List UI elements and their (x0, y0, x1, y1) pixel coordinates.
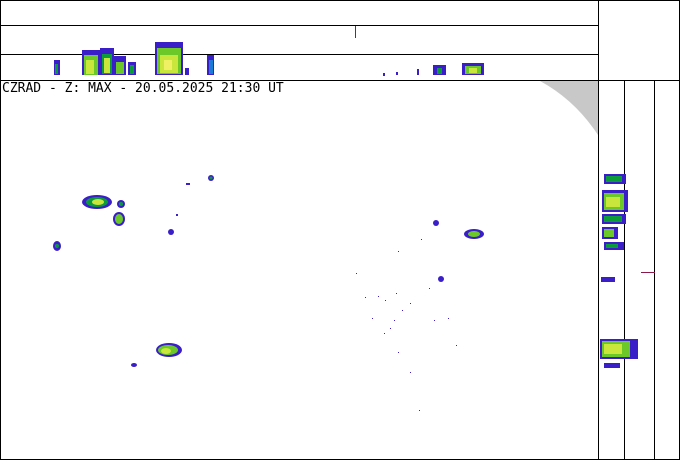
side-projection-echoes (600, 174, 638, 368)
top-projection-echoes (54, 42, 484, 76)
plan-view-echoes (53, 175, 484, 411)
radar-caption: CZRAD - Z: MAX - 20.05.2025 21:30 UT (2, 81, 284, 96)
out-of-range-area (540, 81, 598, 135)
